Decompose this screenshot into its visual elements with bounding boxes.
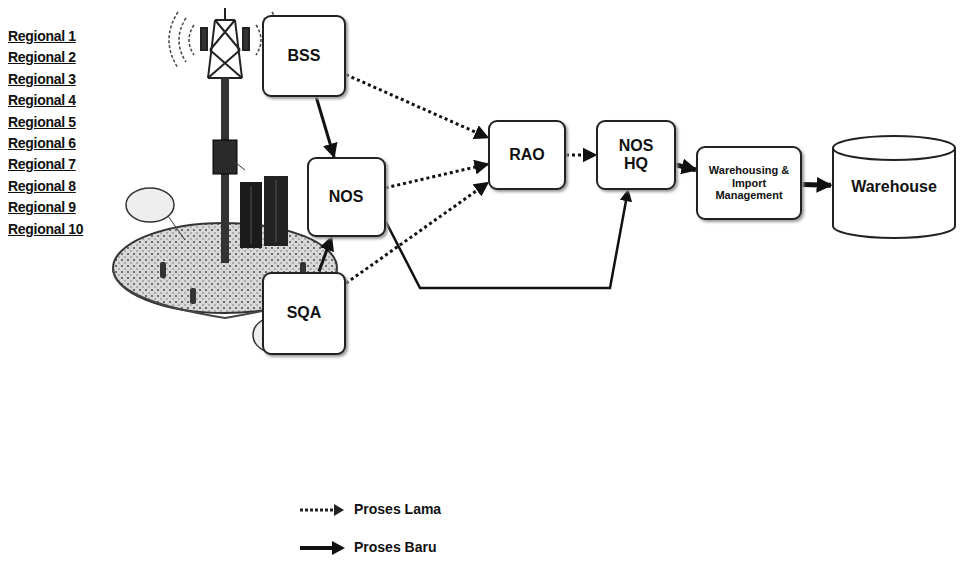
legend-text: Proses Baru bbox=[354, 539, 436, 555]
tower-mount-amplifier bbox=[213, 140, 237, 174]
node-text: Warehouse bbox=[851, 178, 937, 196]
region-label: Regional 6 bbox=[8, 135, 76, 151]
cylinder-rim bbox=[833, 148, 955, 160]
region-label: Regional 3 bbox=[8, 71, 76, 87]
region-label: Regional 5 bbox=[8, 114, 76, 130]
region-label: Regional 4 bbox=[8, 92, 76, 108]
region-label: Regional 1 bbox=[8, 28, 76, 44]
cylinder-body bbox=[833, 136, 955, 238]
process-box: RAO bbox=[488, 120, 566, 190]
new-process-arrow bbox=[802, 182, 831, 188]
old-process-arrow bbox=[386, 164, 489, 188]
new-process-arrow bbox=[676, 165, 696, 170]
process-box: SQA bbox=[262, 272, 346, 355]
legend-sample bbox=[300, 504, 345, 555]
region-label: Regional 9 bbox=[8, 199, 76, 215]
database-cylinder: Warehouse bbox=[831, 134, 957, 240]
node-text: RAO bbox=[509, 146, 545, 164]
region-label: Regional 8 bbox=[8, 178, 76, 194]
old-process-arrow bbox=[566, 154, 596, 157]
process-box: NOS HQ bbox=[596, 120, 676, 190]
cabinet-seam bbox=[251, 186, 252, 244]
antenna-tower bbox=[201, 8, 249, 78]
new-process-arrow bbox=[316, 97, 334, 157]
callout-leader bbox=[168, 160, 270, 318]
bts-cabinet bbox=[240, 182, 262, 248]
region-label: Regional 10 bbox=[8, 221, 83, 237]
node-text: Warehousing & Import Management bbox=[704, 164, 794, 202]
process-box: NOS bbox=[307, 157, 386, 237]
legend-text: Proses Lama bbox=[354, 501, 441, 517]
old-process-arrow bbox=[346, 75, 488, 138]
node-text: NOS bbox=[329, 188, 364, 206]
node-text: NOS HQ bbox=[614, 137, 658, 174]
new-process-arrow bbox=[319, 237, 331, 272]
process-box: BSS bbox=[262, 15, 346, 97]
new-process-arrow bbox=[386, 190, 629, 288]
region-label: Regional 7 bbox=[8, 156, 76, 172]
cabinet-seam bbox=[276, 180, 277, 242]
node-text: SQA bbox=[287, 304, 322, 322]
node-text: BSS bbox=[288, 47, 321, 65]
region-label: Regional 2 bbox=[8, 49, 76, 65]
bts-cabinet bbox=[264, 176, 288, 246]
process-box: Warehousing & Import Management bbox=[696, 146, 802, 220]
